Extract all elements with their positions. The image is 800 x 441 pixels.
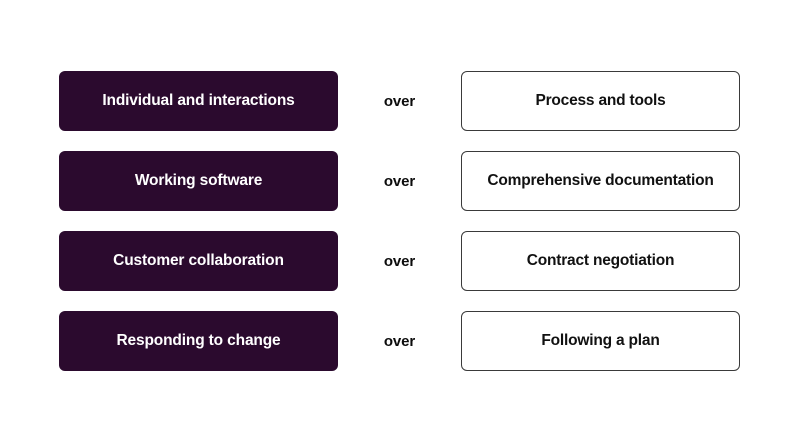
- alternative-value-label: Comprehensive documentation: [487, 172, 714, 190]
- value-row: Individual and interactions over Process…: [0, 71, 800, 131]
- connector-label-1: over: [383, 92, 416, 110]
- value-row: Responding to change over Following a pl…: [0, 311, 800, 371]
- preferred-value-label: Customer collaboration: [113, 252, 284, 270]
- value-row: Working software over Comprehensive docu…: [0, 151, 800, 211]
- alternative-value-label: Process and tools: [535, 92, 666, 110]
- preferred-value-card-1[interactable]: Individual and interactions: [59, 71, 338, 131]
- preferred-value-label: Responding to change: [116, 332, 281, 350]
- preferred-value-label: Working software: [134, 172, 263, 190]
- alternative-value-label: Following a plan: [541, 332, 660, 350]
- alternative-value-card-4[interactable]: Following a plan: [461, 311, 740, 371]
- preferred-value-card-4[interactable]: Responding to change: [59, 311, 338, 371]
- connector-label-4: over: [383, 332, 416, 350]
- alternative-value-card-1[interactable]: Process and tools: [461, 71, 740, 131]
- alternative-value-card-3[interactable]: Contract negotiation: [461, 231, 740, 291]
- connector-label-3: over: [383, 252, 416, 270]
- alternative-value-card-2[interactable]: Comprehensive documentation: [461, 151, 740, 211]
- preferred-value-card-2[interactable]: Working software: [59, 151, 338, 211]
- alternative-value-label: Contract negotiation: [526, 252, 675, 270]
- value-row: Customer collaboration over Contract neg…: [0, 231, 800, 291]
- connector-label-2: over: [383, 172, 416, 190]
- preferred-value-label: Individual and interactions: [102, 92, 295, 110]
- preferred-value-card-3[interactable]: Customer collaboration: [59, 231, 338, 291]
